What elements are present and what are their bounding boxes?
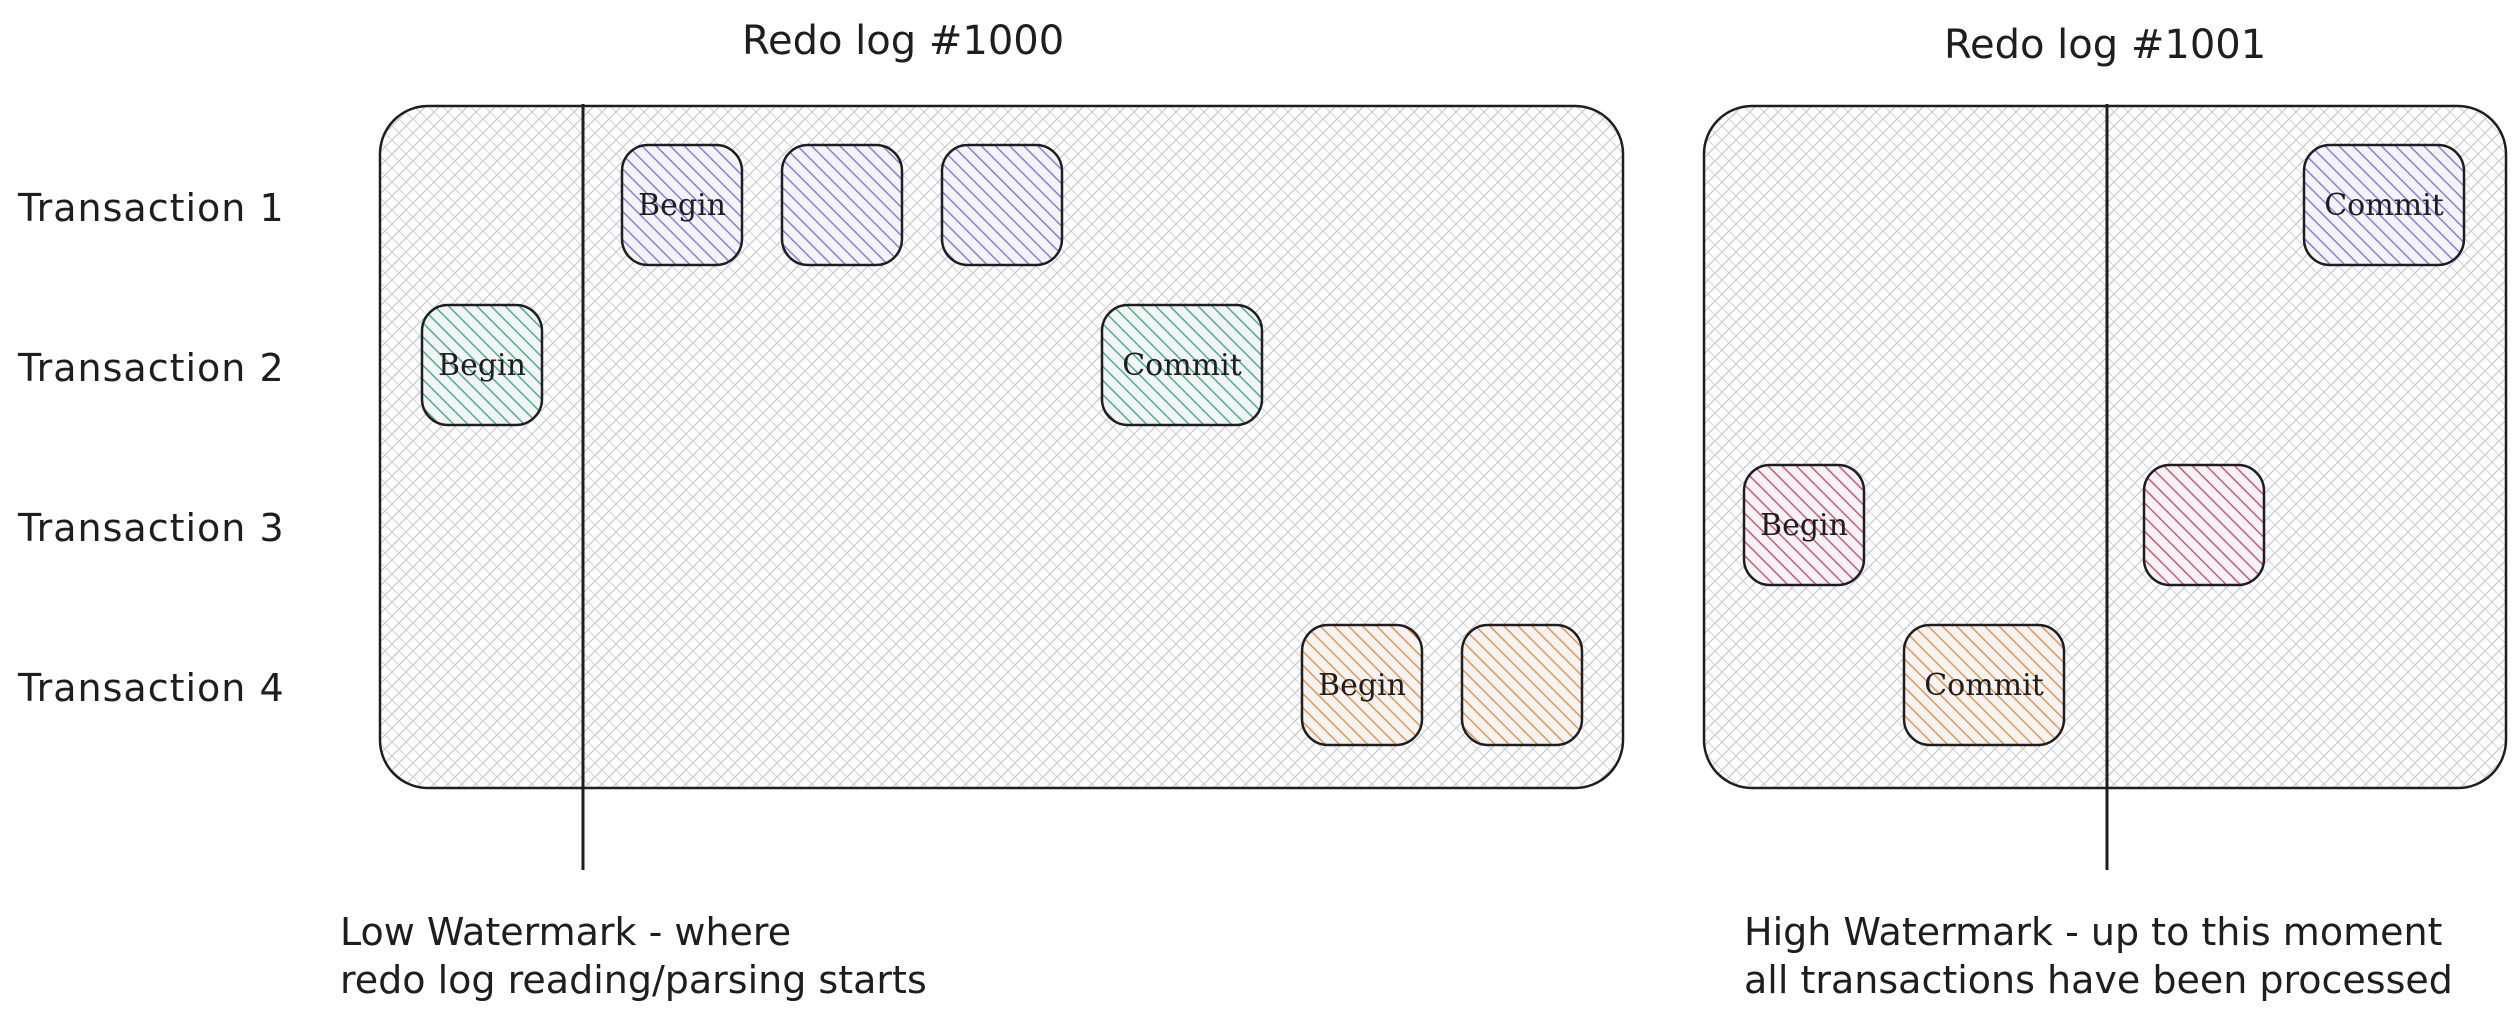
- record-label: Begin: [1760, 508, 1848, 543]
- record-t4-commit: Commit: [1902, 623, 2066, 747]
- record-t2-commit: Commit: [1100, 303, 1264, 427]
- high-watermark-note: High Watermark - up to this moment all t…: [1744, 910, 2453, 1002]
- record-box: [1902, 623, 2066, 747]
- record-t1-begin: Begin: [620, 143, 744, 267]
- record-box: [2142, 463, 2266, 587]
- record-box: [1100, 303, 1264, 427]
- record-label: Commit: [2324, 188, 2444, 223]
- record-box: [780, 143, 904, 267]
- row-label-transaction-3: Transaction 3: [18, 506, 285, 550]
- redo-log-1001-title: Redo log #1001: [1944, 22, 2267, 68]
- redo-log-1000-title: Redo log #1000: [742, 18, 1065, 64]
- record-t2-begin: Begin: [420, 303, 544, 427]
- record-t1-commit: Commit: [2302, 143, 2466, 267]
- redo-log-1000-panel: [378, 104, 1625, 790]
- record-box: [620, 143, 744, 267]
- record-t3-begin: Begin: [1742, 463, 1866, 587]
- redo-log-1001-panel: [1702, 104, 2508, 790]
- low-watermark-note: Low Watermark - where redo log reading/p…: [340, 910, 927, 1002]
- row-label-transaction-2: Transaction 2: [18, 346, 285, 390]
- record-box: [1300, 623, 1424, 747]
- record-box: [940, 143, 1064, 267]
- record-label: Begin: [638, 188, 726, 223]
- row-label-transaction-4: Transaction 4: [18, 666, 285, 710]
- record-label: Commit: [1924, 668, 2044, 703]
- record-label: Begin: [1318, 668, 1406, 703]
- record-label: Commit: [1122, 348, 1242, 383]
- record-t4-op-1: [1460, 623, 1584, 747]
- record-t4-begin: Begin: [1300, 623, 1424, 747]
- record-t1-op-1: [780, 143, 904, 267]
- record-box: [2302, 143, 2466, 267]
- record-label: Begin: [438, 348, 526, 383]
- record-box: [1742, 463, 1866, 587]
- record-t3-op-1: [2142, 463, 2266, 587]
- record-box: [1460, 623, 1584, 747]
- record-box: [420, 303, 544, 427]
- record-t1-op-2: [940, 143, 1064, 267]
- row-label-transaction-1: Transaction 1: [18, 186, 285, 230]
